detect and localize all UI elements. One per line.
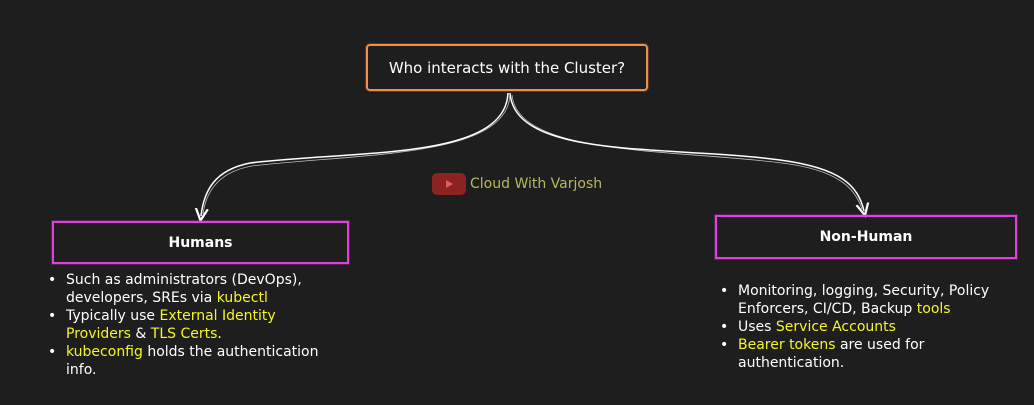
watermark-label: Cloud With Varjosh [470, 176, 603, 192]
highlighted-term: kubeconfig [66, 344, 143, 360]
bullet-text: holds the authentication info. [66, 344, 319, 378]
humans-title: Humans [168, 234, 233, 251]
humans-bullet-list: • Such as administrators (DevOps), develo… [48, 271, 333, 379]
bullet-item: • Typically use External Identity Provide… [48, 307, 333, 343]
highlighted-term: tools [916, 301, 951, 317]
bullet-item: • Monitoring, logging, Security, Policy E… [720, 282, 1010, 318]
bullet-item: • Bearer tokens are used for authenticati… [720, 336, 1010, 372]
bullet-dot-icon: • [720, 283, 729, 299]
bullet-text: are used for authentication. [738, 337, 925, 371]
arrow-to-humans [201, 92, 509, 216]
bullet-text: Such as administrators (DevOps), develop… [66, 272, 302, 306]
nonhuman-bullet-list: • Monitoring, logging, Security, Policy E… [720, 282, 1010, 372]
highlighted-term: External Identity Providers [66, 308, 276, 342]
nonhuman-box: Non-Human [715, 215, 1017, 259]
root-question-box: Who interacts with the Cluster? [366, 44, 648, 91]
bullet-text: Uses [738, 319, 776, 335]
channel-watermark: Cloud With Varjosh [432, 173, 602, 195]
highlighted-term: kubectl [216, 290, 268, 306]
nonhuman-title: Non-Human [819, 229, 913, 245]
bullet-item: • Such as administrators (DevOps), develo… [48, 271, 333, 307]
humans-box: Humans [52, 221, 349, 264]
arrow-to-nonhuman-sketch [511, 94, 863, 210]
bullet-dot-icon: • [48, 272, 57, 288]
bullet-text: Monitoring, logging, Security, Policy En… [738, 283, 990, 317]
bullet-dot-icon: • [720, 337, 729, 353]
bullet-item: • Uses Service Accounts [720, 318, 1010, 336]
arrow-to-humans-sketch [202, 93, 511, 215]
root-question-label: Who interacts with the Cluster? [388, 58, 626, 77]
youtube-play-icon [432, 173, 466, 195]
bullet-text: & [130, 326, 151, 342]
bullet-text: . [217, 326, 222, 342]
bullet-dot-icon: • [48, 308, 57, 324]
highlighted-term: Bearer tokens [738, 337, 836, 353]
bullet-dot-icon: • [720, 319, 729, 335]
highlighted-term: Service Accounts [775, 319, 896, 335]
highlighted-term: TLS Certs [150, 326, 218, 342]
bullet-item: • kubeconfig holds the authentication inf… [48, 343, 333, 379]
bullet-text: Typically use [66, 308, 160, 324]
bullet-dot-icon: • [48, 344, 57, 360]
arrow-to-nonhuman [509, 92, 864, 211]
